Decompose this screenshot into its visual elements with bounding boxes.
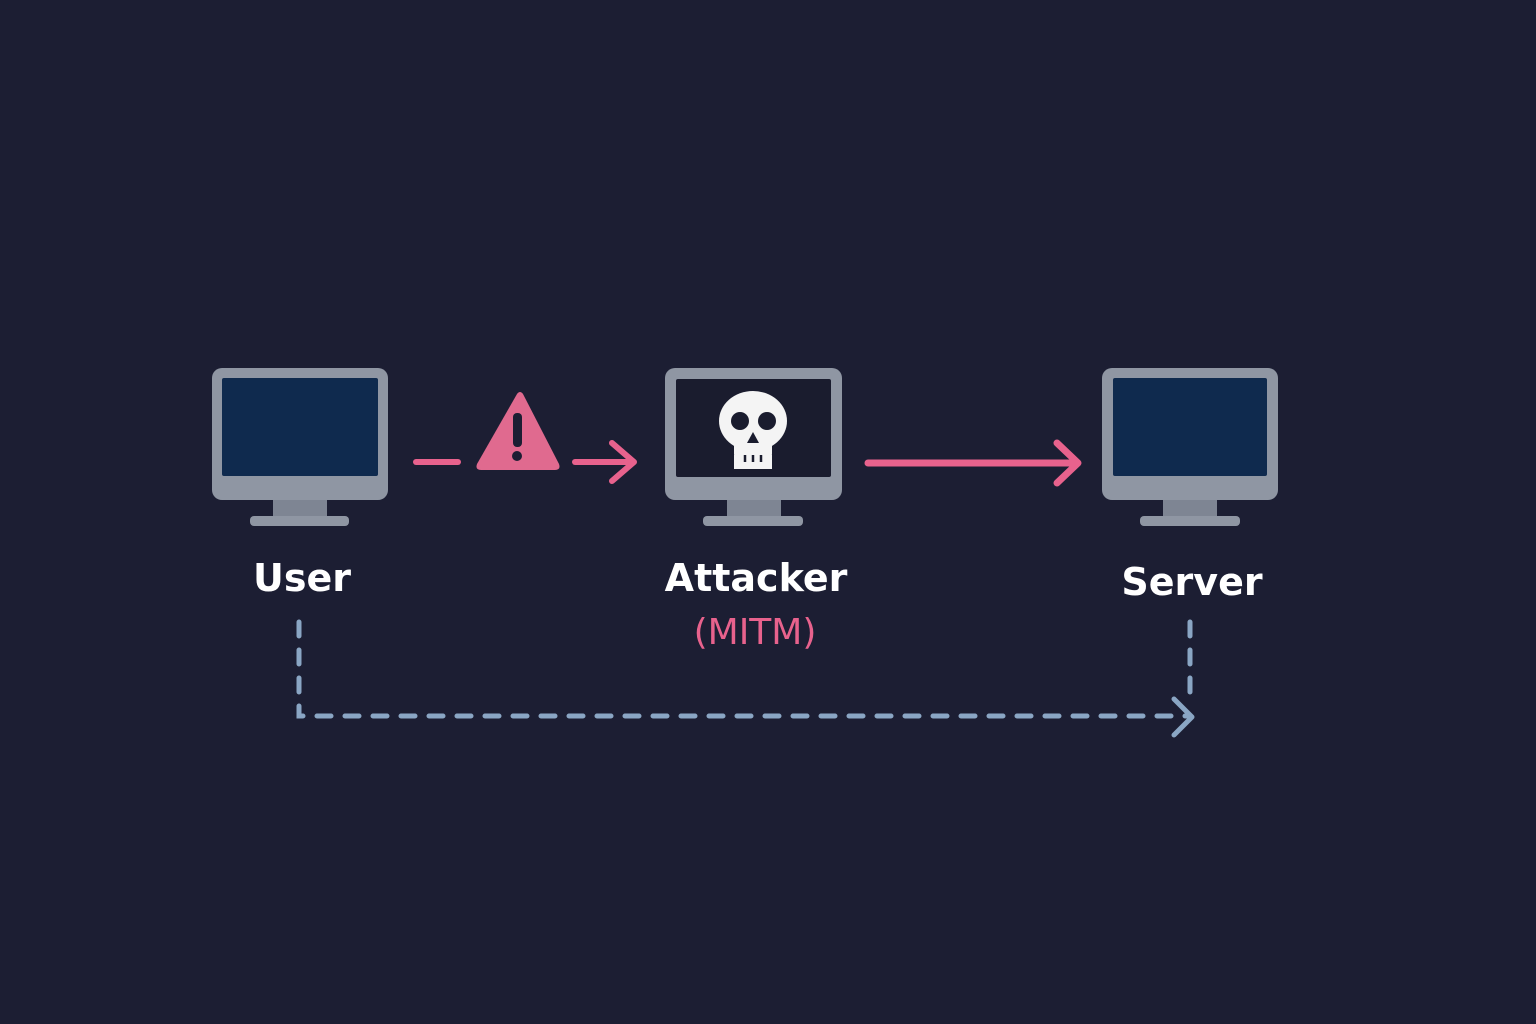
user-monitor-icon bbox=[212, 368, 388, 526]
attacker-sublabel: (MITM) bbox=[693, 612, 817, 653]
warning-icon bbox=[476, 392, 560, 470]
attacker-label: Attacker bbox=[664, 556, 848, 600]
attacker-to-server-arrow bbox=[864, 439, 1082, 487]
user-to-attacker-arrow bbox=[413, 440, 637, 484]
server-label: Server bbox=[1121, 560, 1263, 604]
skull-icon bbox=[719, 391, 787, 469]
user-to-server-dashed-path bbox=[296, 619, 1195, 738]
server-monitor-icon bbox=[1102, 368, 1278, 526]
user-label: User bbox=[253, 556, 351, 600]
